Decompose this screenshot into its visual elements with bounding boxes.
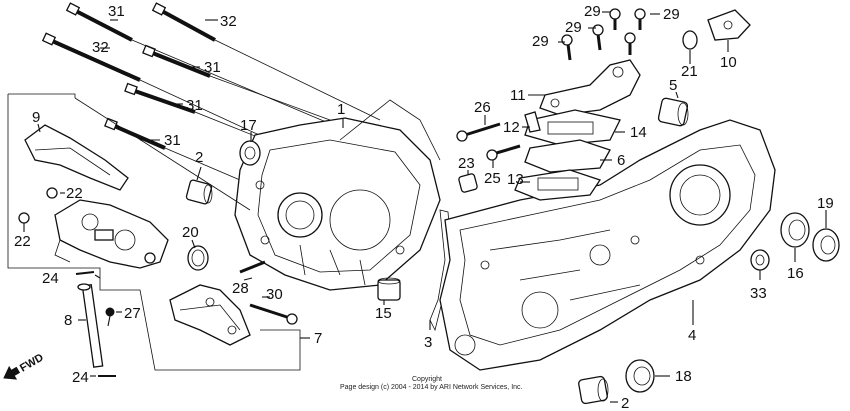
bracket-7 xyxy=(169,284,251,346)
collar-5 xyxy=(657,97,689,127)
ring-21 xyxy=(682,30,698,58)
collar-2-left xyxy=(185,166,213,205)
copyright-line-2: Page design (c) 2004 - 2014 by ARI Netwo… xyxy=(340,384,523,391)
part-label-30: 30 xyxy=(266,286,283,303)
part-label-29: 29 xyxy=(663,6,680,23)
part-label-31: 31 xyxy=(164,132,181,149)
fwd-label: FWD xyxy=(18,352,46,375)
bolts-28-30 xyxy=(239,260,298,325)
part-label-28: 28 xyxy=(232,280,249,297)
bearing-33 xyxy=(750,249,770,271)
part-label-31: 31 xyxy=(204,59,221,76)
part-label-32: 32 xyxy=(220,13,237,30)
part-label-10: 10 xyxy=(720,54,737,71)
part-label-22: 22 xyxy=(66,185,83,202)
part-label-11: 11 xyxy=(510,87,526,104)
bolt-27 xyxy=(105,307,115,327)
part-label-29: 29 xyxy=(532,33,549,50)
plate-10 xyxy=(707,9,751,41)
bolts-29 xyxy=(561,8,646,61)
shaft-8 xyxy=(77,283,104,368)
part-label-4: 4 xyxy=(688,327,696,344)
oil-pump xyxy=(54,199,169,269)
copyright-notice: Copyright Page design (c) 2004 - 2014 by… xyxy=(340,376,523,391)
part-label-1: 1 xyxy=(337,101,345,118)
part-label-8: 8 xyxy=(64,312,72,329)
part-label-14: 14 xyxy=(630,124,647,141)
bearing-17 xyxy=(239,132,261,166)
label-leaders xyxy=(23,11,827,403)
bearing-16 xyxy=(780,212,810,248)
part-label-6: 6 xyxy=(617,152,625,169)
part-label-23: 23 xyxy=(458,155,475,172)
bolt-group-top-left xyxy=(41,2,216,150)
leader-lines xyxy=(131,39,381,181)
bearing-19 xyxy=(812,228,840,262)
part-label-25: 25 xyxy=(484,170,501,187)
bolt-26 xyxy=(456,122,501,142)
dowel-15 xyxy=(377,277,401,301)
right-crankcase-half xyxy=(439,119,776,371)
copyright-line-1: Copyright xyxy=(412,376,442,383)
pins-24 xyxy=(75,271,116,377)
part-label-13: 13 xyxy=(507,171,524,188)
bolt-25 xyxy=(486,144,521,161)
left-crankcase-half xyxy=(234,99,441,291)
collar-2-bottom xyxy=(578,375,609,405)
part-label-12: 12 xyxy=(503,119,520,136)
o-ring-20 xyxy=(187,239,209,271)
part-label-15: 15 xyxy=(375,305,392,322)
part-label-21: 21 xyxy=(681,63,698,80)
part-label-31: 31 xyxy=(108,3,125,20)
part-label-7: 7 xyxy=(314,330,322,347)
part-label-32: 32 xyxy=(92,39,109,56)
part-label-33: 33 xyxy=(750,285,767,302)
guard-9 xyxy=(24,123,129,191)
part-label-27: 27 xyxy=(124,305,141,322)
part-label-31: 31 xyxy=(186,97,203,114)
part-labels: 31 32 32 31 31 31 1 17 9 2 22 22 20 24 8… xyxy=(14,3,834,411)
reed-valve-group xyxy=(514,59,641,201)
nuts-22 xyxy=(18,187,58,224)
part-label-26: 26 xyxy=(474,99,491,116)
part-label-29: 29 xyxy=(584,3,601,20)
fwd-arrow: FWD xyxy=(3,352,46,380)
part-label-24: 24 xyxy=(42,270,59,287)
part-label-20: 20 xyxy=(182,224,199,241)
part-label-5: 5 xyxy=(669,77,677,94)
part-label-18: 18 xyxy=(675,368,692,385)
part-label-19: 19 xyxy=(817,195,834,212)
part-label-22: 22 xyxy=(14,233,31,250)
part-label-3: 3 xyxy=(424,334,432,351)
part-label-17: 17 xyxy=(240,117,257,134)
part-label-9: 9 xyxy=(32,109,40,126)
oil-pump-box xyxy=(7,93,301,371)
part-label-2: 2 xyxy=(195,149,203,166)
part-label-2: 2 xyxy=(621,395,629,411)
bearing-18 xyxy=(625,359,655,393)
part-label-29: 29 xyxy=(565,19,582,36)
part-label-24: 24 xyxy=(72,369,89,386)
collar-23 xyxy=(458,173,478,193)
part-label-16: 16 xyxy=(787,265,804,282)
